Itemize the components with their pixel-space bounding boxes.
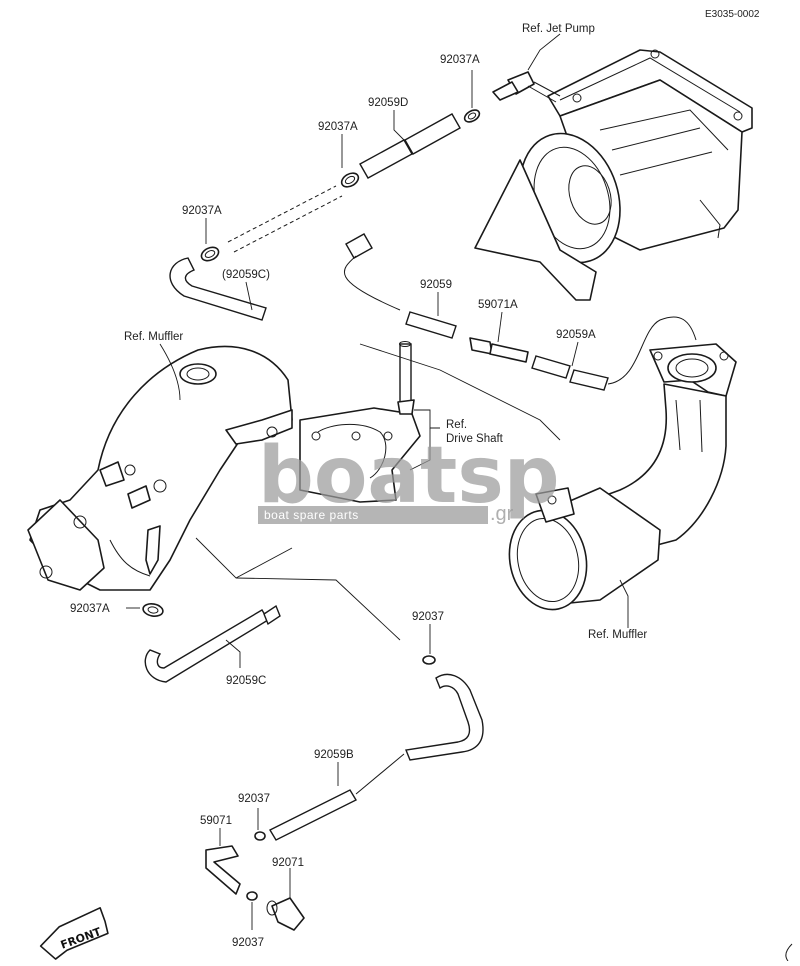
label-92037A-top: 92037A <box>440 54 480 66</box>
label-92071: 92071 <box>272 857 304 869</box>
label-92059D: 92059D <box>368 97 408 109</box>
drive-shaft-bracket-drawing <box>299 341 421 503</box>
label-92037A-mid: 92037A <box>318 121 358 133</box>
lower-hose-assembly <box>144 604 484 931</box>
label-ref-jet-pump: Ref. Jet Pump <box>522 23 595 35</box>
label-92059B: 92059B <box>314 749 354 761</box>
muffler-left-drawing <box>27 345 293 617</box>
label-92059A: 92059A <box>556 329 596 341</box>
label-92037A-bottom: 92037A <box>70 603 110 615</box>
label-92059: 92059 <box>420 279 452 291</box>
part-labels: E3035-0002 Ref. Jet Pump 92037A 92059D 9… <box>70 9 760 949</box>
upper-hose-assembly <box>169 109 697 391</box>
watermark: boatsp boat spare parts .gr <box>258 431 560 525</box>
watermark-tagline: boat spare parts <box>264 508 359 522</box>
label-ref-drive-shaft-1: Ref. <box>446 419 467 431</box>
label-ref-muffler-right: Ref. Muffler <box>588 629 647 641</box>
jet-pump-drawing <box>474 49 753 301</box>
leader-lines <box>126 33 629 930</box>
watermark-band <box>258 506 488 524</box>
diagram-code: E3035-0002 <box>705 9 760 20</box>
corner-mark <box>785 943 793 962</box>
label-92059C-paren: (92059C) <box>222 269 270 281</box>
watermark-suffix: .gr <box>490 503 514 525</box>
label-92037A-left: 92037A <box>182 205 222 217</box>
label-ref-drive-shaft-2: Drive Shaft <box>446 433 504 445</box>
label-92037-mid: 92037 <box>412 611 444 623</box>
label-92037-low2: 92037 <box>232 937 264 949</box>
label-92037-low1: 92037 <box>238 793 270 805</box>
label-59071: 59071 <box>200 815 232 827</box>
muffler-right-drawing <box>508 343 737 611</box>
label-59071A: 59071A <box>478 299 518 311</box>
label-92059C: 92059C <box>226 675 266 687</box>
front-arrow: FRONT <box>39 907 109 960</box>
label-ref-muffler-left: Ref. Muffler <box>124 331 183 343</box>
